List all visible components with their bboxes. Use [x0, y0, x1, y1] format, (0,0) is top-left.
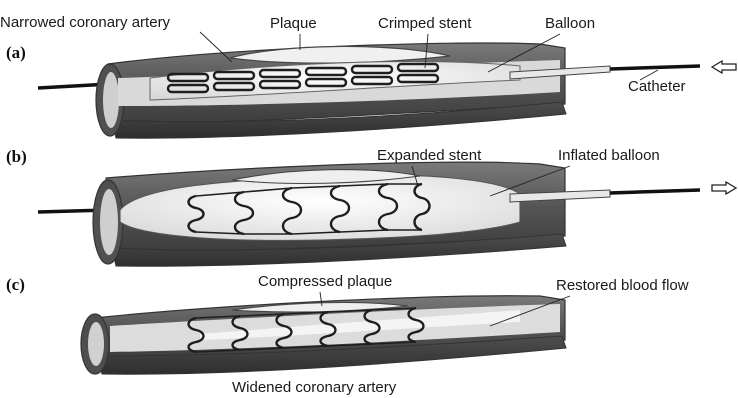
catheter: [610, 66, 700, 69]
label-catheter: Catheter: [628, 78, 686, 95]
label-expanded-stent: Expanded stent: [377, 147, 482, 164]
label-restored-blood-flow: Restored blood flow: [556, 277, 689, 294]
panel-c: (c) Compressed plaque Restored blood flo…: [6, 273, 689, 396]
catheter: [610, 190, 700, 193]
label-crimped-stent: Crimped stent: [378, 15, 472, 32]
panel-a: (a): [0, 14, 736, 138]
panel-b-tag: (b): [6, 147, 27, 166]
label-narrowed-artery: Narrowed coronary artery: [0, 14, 171, 31]
label-widened-artery: Widened coronary artery: [232, 379, 397, 396]
label-plaque: Plaque: [270, 15, 317, 32]
arrow-left-outline-icon: [712, 61, 736, 73]
panel-a-tag: (a): [6, 43, 26, 62]
label-compressed-plaque: Compressed plaque: [258, 273, 392, 290]
label-balloon: Balloon: [545, 15, 595, 32]
panel-c-tag: (c): [6, 275, 25, 294]
arrow-right-outline-icon: [712, 182, 736, 194]
label-inflated-balloon: Inflated balloon: [558, 147, 660, 164]
panel-b: (b) Expanded stent Inflat: [6, 147, 736, 266]
